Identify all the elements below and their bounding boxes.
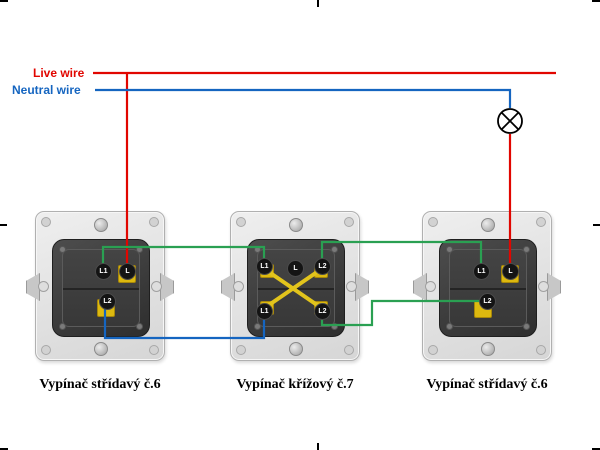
plate-hole xyxy=(151,281,162,292)
switch-two-way-right: L1 L L2 xyxy=(413,211,561,361)
module-screw-icon xyxy=(523,246,530,253)
registration-mark xyxy=(0,0,8,2)
module-screw-icon xyxy=(136,246,143,253)
plate-hole xyxy=(344,345,354,355)
switch-two-way-left: L1 L L2 xyxy=(26,211,174,361)
module-screw-icon xyxy=(331,246,338,253)
module-screw-icon xyxy=(254,246,261,253)
module-screw-icon xyxy=(59,323,66,330)
registration-mark xyxy=(592,448,600,450)
plate-hole xyxy=(344,217,354,227)
module-screw-icon xyxy=(523,323,530,330)
module-screw-icon xyxy=(254,323,261,330)
terminal-l1: L1 xyxy=(473,263,490,280)
registration-mark xyxy=(0,448,8,450)
screw-icon xyxy=(481,218,495,232)
module-screw-icon xyxy=(59,246,66,253)
module-screw-icon xyxy=(446,246,453,253)
terminal-l-center: L xyxy=(287,260,304,277)
switch3-caption: Vypínač střídavý č.6 xyxy=(426,377,548,392)
terminal-l2: L2 xyxy=(99,293,116,310)
neutral-wire-label: Neutral wire xyxy=(12,83,81,97)
live-wire-label: Live wire xyxy=(33,66,85,80)
registration-mark xyxy=(592,0,600,2)
lamp-circle xyxy=(497,108,523,134)
lamp-icon xyxy=(497,108,523,134)
plate-hole xyxy=(425,281,436,292)
screw-icon xyxy=(289,342,303,356)
lamp-cross-line xyxy=(500,111,520,131)
module-seam xyxy=(450,288,526,290)
terminal-l-common: L xyxy=(502,263,519,280)
plate-hole xyxy=(536,345,546,355)
plate-hole xyxy=(149,345,159,355)
registration-mark xyxy=(593,224,600,226)
switch2-caption: Vypínač křížový č.7 xyxy=(236,377,354,392)
switch1-caption: Vypínač střídavý č.6 xyxy=(39,377,161,392)
plate-hole xyxy=(536,217,546,227)
terminal-l2-top: L2 xyxy=(314,258,331,275)
plate-hole xyxy=(236,345,246,355)
module-screw-icon xyxy=(136,323,143,330)
plate-hole xyxy=(236,217,246,227)
screw-icon xyxy=(481,342,495,356)
registration-mark xyxy=(0,224,7,226)
registration-mark xyxy=(317,0,319,7)
plate-hole xyxy=(538,281,549,292)
plate-hole xyxy=(346,281,357,292)
lamp-cross-line xyxy=(500,111,520,131)
module-screw-icon xyxy=(446,323,453,330)
mounting-claw-right-icon xyxy=(160,273,174,301)
terminal-l2: L2 xyxy=(479,293,496,310)
switch-body xyxy=(439,239,537,337)
plate-hole xyxy=(38,281,49,292)
screw-icon xyxy=(94,342,108,356)
switch-cross-middle: L1 L L2 L1 L2 xyxy=(221,211,369,361)
screw-icon xyxy=(94,218,108,232)
plate-hole xyxy=(233,281,244,292)
plate-hole xyxy=(41,345,51,355)
mounting-claw-right-icon xyxy=(547,273,561,301)
plate-hole xyxy=(41,217,51,227)
module-seam xyxy=(258,288,334,290)
module-seam xyxy=(63,288,139,290)
screw-icon xyxy=(289,218,303,232)
plate-hole xyxy=(428,217,438,227)
switch-body xyxy=(52,239,150,337)
terminal-l2-bottom: L2 xyxy=(314,303,331,320)
mounting-claw-right-icon xyxy=(355,273,369,301)
terminal-l1-top: L1 xyxy=(256,258,273,275)
module-screw-icon xyxy=(331,323,338,330)
neutral-wire xyxy=(95,88,512,108)
terminal-l1: L1 xyxy=(95,263,112,280)
registration-mark xyxy=(317,443,319,450)
plate-hole xyxy=(149,217,159,227)
switch-body xyxy=(247,239,345,337)
terminal-l1-bottom: L1 xyxy=(256,303,273,320)
terminal-l-common: L xyxy=(119,263,136,280)
plate-hole xyxy=(428,345,438,355)
